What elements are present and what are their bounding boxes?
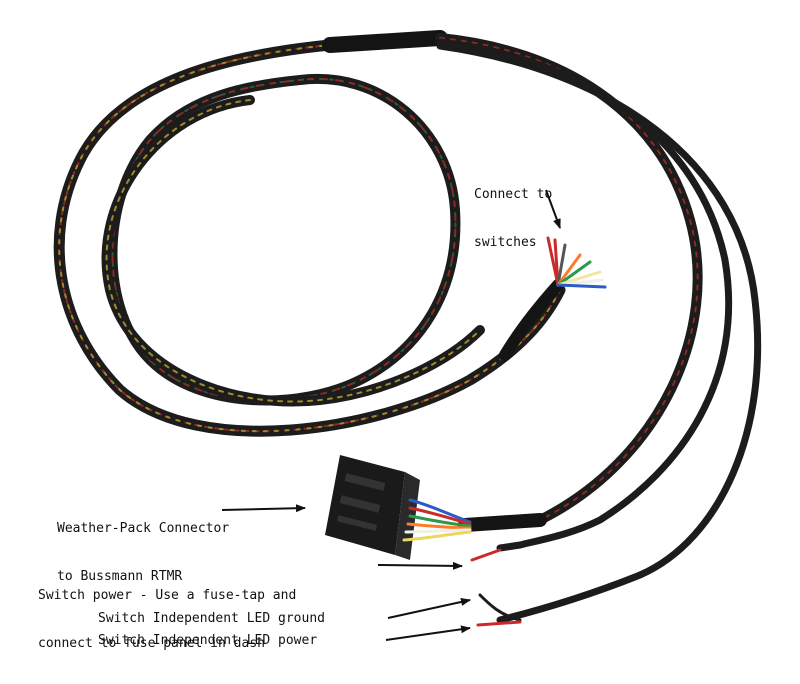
- label-led-ground: Switch Independent LED ground: [98, 611, 325, 626]
- arrow-to-switch-wires: [545, 189, 561, 229]
- arrow-to-switch-power: [377, 561, 463, 570]
- arrow-to-led-power: [385, 625, 471, 641]
- label-connect-to-switches: Connect to switches: [474, 155, 552, 283]
- braided-loop-middle: [101, 95, 485, 407]
- label-led-power: Switch Independent LED power: [98, 633, 318, 648]
- led-wires: [476, 593, 522, 627]
- label-switch-power-line1: Switch power - Use a fuse-tap and: [38, 588, 297, 603]
- label-weather-pack-connector: Weather-Pack Connector to Bussmann RTMR: [57, 489, 229, 617]
- label-switch-power: Switch power - Use a fuse-tap and connec…: [38, 556, 296, 684]
- arrow-to-connector: [221, 504, 306, 513]
- connector-wires: [402, 498, 472, 542]
- label-switch-power-line2: connect to fuse panel in dash: [38, 636, 265, 651]
- label-connect-to-switches-line2: switches: [474, 235, 537, 250]
- arrow-to-led-ground: [387, 598, 471, 619]
- braided-loop-inner: [107, 73, 461, 406]
- annotation-arrows: [221, 189, 561, 641]
- label-weather-pack-connector-line1: Weather-Pack Connector: [57, 521, 230, 536]
- label-weather-pack-connector-line2: to Bussmann RTMR: [57, 569, 183, 584]
- wiring-harness-illustration: [53, 30, 762, 641]
- weather-pack-connector: [325, 455, 420, 560]
- switch-branch: [499, 236, 607, 361]
- harness-right-branches: [435, 33, 762, 624]
- heat-shrink-connector: [458, 513, 547, 532]
- harness-photo: Connect to switches Weather-Pack Connect…: [38, 30, 762, 651]
- braided-loop-outer: [53, 39, 566, 437]
- switch-power-wire: [470, 541, 524, 562]
- heat-shrink-top: [322, 30, 448, 53]
- label-connect-to-switches-line1: Connect to: [474, 187, 553, 202]
